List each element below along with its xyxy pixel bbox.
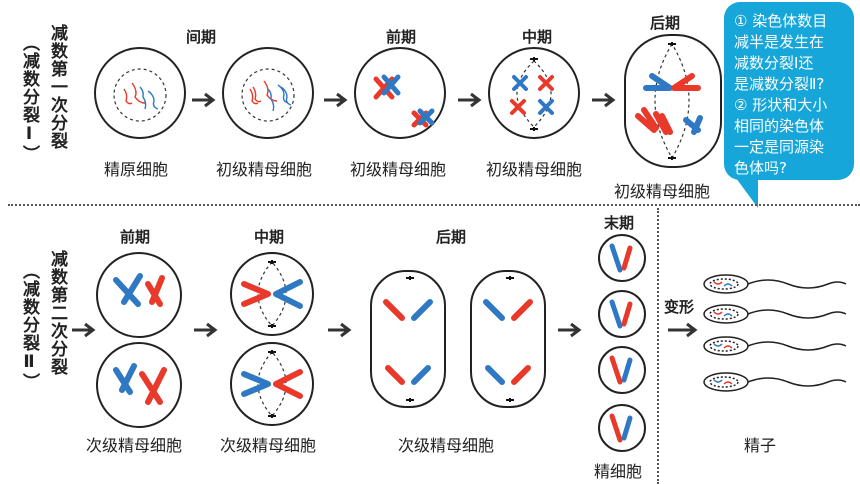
arrow-top-4	[592, 92, 616, 108]
anaphase-homologs	[635, 42, 703, 160]
question-bubble: ① 染色体数目 减半是发生在 减数分裂Ⅰ还 是减数分裂Ⅱ? ② 形状和大小 相同…	[724, 2, 854, 180]
replicated-chromatin	[241, 68, 295, 122]
question-line-7: 一定是同源染	[734, 138, 825, 156]
arrow-top-1	[192, 92, 216, 108]
caption-secondary-1: 次级精母细胞	[86, 436, 183, 455]
stage-prophase-2: 前期	[120, 228, 151, 246]
caption-primary-4: 初级精母细胞	[614, 182, 711, 201]
stage-telophase-2: 末期	[604, 214, 635, 232]
stage-interphase: 间期	[186, 28, 217, 46]
spermatid-3	[598, 346, 646, 394]
spermatid-chromosomes-4	[609, 413, 633, 443]
metaphase2-spindle-1	[241, 260, 303, 328]
caption-secondary-2: 次级精母细胞	[220, 436, 317, 455]
stage-anaphase-1: 后期	[650, 14, 681, 32]
anaphase2-chromatids-1	[383, 276, 433, 402]
spermatogonium-chromatin	[113, 68, 167, 122]
arrow-bottom-2	[328, 322, 352, 338]
primary-spermatocyte-metaphase	[488, 47, 580, 139]
stage-prophase-1: 前期	[386, 28, 417, 46]
caption-primary-2: 初级精母细胞	[350, 160, 447, 179]
anaphase2-chromatids-2	[483, 276, 533, 402]
primary-spermatocyte-interphase	[222, 47, 314, 139]
arrow-top-3	[458, 92, 482, 108]
metaphase-spindle	[510, 57, 554, 131]
stage-metaphase-2: 中期	[254, 228, 285, 246]
transform-label: 变形	[664, 298, 695, 316]
question-line-3: 减数分裂Ⅰ还	[734, 54, 814, 72]
question-line-5: ② 形状和大小	[734, 96, 828, 114]
secondary-prophase-cell-2	[96, 342, 182, 428]
spermatid-2	[598, 290, 646, 338]
spermatogonium-cell	[94, 47, 186, 139]
tetrads	[373, 74, 435, 128]
section1-subtitle: （减数分裂Ⅰ）	[19, 34, 39, 163]
arrow-bottom-0	[72, 322, 96, 338]
prophase2-chromosomes-2	[113, 363, 167, 405]
secondary-anaphase-cell-2	[470, 270, 546, 408]
caption-primary-3: 初级精母细胞	[486, 160, 583, 179]
sperm-3	[703, 336, 847, 356]
primary-spermatocyte-prophase	[354, 47, 446, 139]
secondary-prophase-cell-1	[96, 252, 182, 338]
spermatid-1	[598, 234, 646, 282]
sperm-4	[703, 372, 847, 392]
spermatid-chromosomes-3	[609, 355, 633, 385]
question-line-8: 色体吗?	[734, 159, 787, 177]
spermatid-chromosomes-2	[609, 299, 633, 329]
section2-subtitle: （减数分裂Ⅱ）	[19, 262, 39, 391]
sperm-group	[703, 274, 847, 392]
section-divider	[8, 204, 860, 206]
secondary-anaphase-cell-1	[370, 270, 446, 408]
question-line-4: 是减数分裂Ⅱ?	[734, 75, 825, 93]
caption-secondary-3: 次级精母细胞	[398, 436, 495, 455]
spermatid-4	[598, 404, 646, 452]
sperm-divider	[657, 208, 659, 484]
stage-metaphase-1: 中期	[522, 28, 553, 46]
section1-title: 减数第一次分裂	[47, 24, 67, 150]
question-line-6: 相同的染色体	[734, 117, 825, 135]
arrow-top-2	[324, 92, 348, 108]
arrow-bottom-1	[194, 322, 218, 338]
prophase2-chromosomes-1	[113, 273, 165, 307]
stage-anaphase-2: 后期	[436, 228, 467, 246]
secondary-metaphase-cell-1	[230, 252, 314, 336]
secondary-metaphase-cell-2	[230, 342, 314, 426]
caption-spermatid: 精细胞	[594, 462, 643, 481]
bubble-tail	[736, 178, 758, 208]
caption-spermatogonium: 精原细胞	[104, 160, 169, 179]
arrow-bottom-3	[558, 322, 582, 338]
sperm-1	[703, 274, 847, 294]
question-line-2: 减半是发生在	[734, 33, 825, 51]
spermatid-chromosomes-1	[609, 243, 633, 273]
caption-primary-1: 初级精母细胞	[216, 160, 313, 179]
arrow-bottom-4	[668, 322, 698, 338]
sperm-2	[703, 304, 847, 324]
caption-sperm: 精子	[744, 436, 777, 455]
section2-title: 减数第二次分裂	[47, 250, 67, 376]
question-line-1: ① 染色体数目	[734, 12, 828, 30]
primary-spermatocyte-anaphase	[624, 34, 722, 168]
metaphase2-spindle-2	[241, 350, 303, 418]
